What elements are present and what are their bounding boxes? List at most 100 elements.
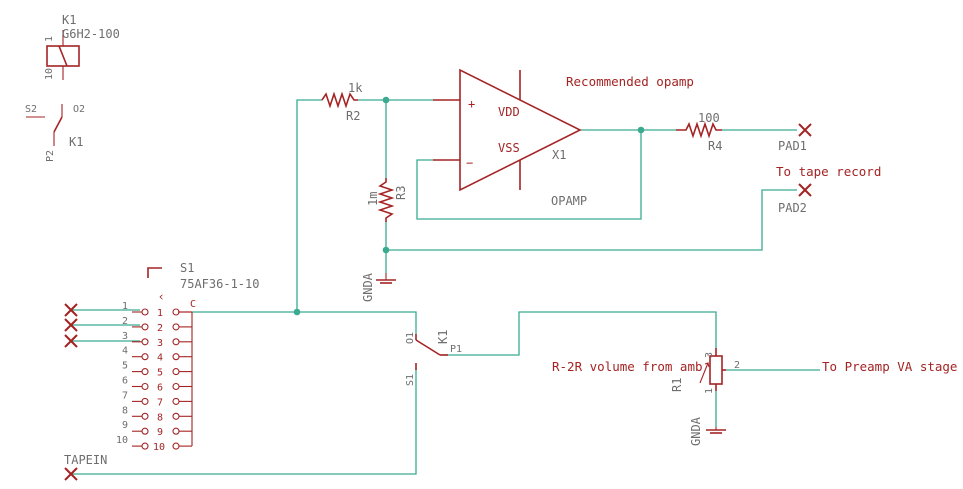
switch-contact — [141, 442, 149, 450]
opamp-vdd: VDD — [498, 105, 520, 119]
switch-contact-number: 3 — [157, 338, 163, 349]
junction-dot — [382, 246, 390, 254]
ground-symbol: GNDA — [361, 272, 396, 302]
opamp-x1[interactable]: + − VDD VSS X1 OPAMP — [433, 68, 587, 208]
r4-value: 100 — [698, 111, 720, 125]
switch-contact-number: 10 — [153, 442, 165, 453]
switch-contact-number: 9 — [157, 427, 163, 438]
switch-contact-number: 1 — [157, 308, 163, 319]
note-recommended-opamp: Recommended opamp — [566, 74, 694, 89]
contact-ref: K1 — [436, 330, 450, 344]
switch-contact — [172, 397, 180, 405]
tapein-pad[interactable]: TAPEIN — [64, 453, 107, 481]
switch-contact — [141, 368, 149, 376]
switch-contact — [172, 353, 180, 361]
contact-pin-p1: P1 — [450, 344, 462, 355]
switch-contact — [141, 308, 149, 316]
switch-position[interactable]: 33 — [122, 331, 192, 349]
pad1-label: PAD1 — [778, 139, 807, 153]
switch-contact — [141, 353, 149, 361]
opamp-plus: + — [468, 97, 475, 111]
pad2-label: PAD2 — [778, 201, 807, 215]
switch-pin-label: 9 — [122, 420, 128, 431]
opamp-value: OPAMP — [551, 194, 587, 208]
switch-contact — [172, 412, 180, 420]
switch-contact-number: 7 — [157, 397, 163, 408]
relay-value: G6H2-100 — [62, 27, 120, 41]
input-markers — [64, 303, 78, 348]
switch-position[interactable]: 10 10 — [116, 435, 192, 453]
relay-ref: K1 — [62, 13, 76, 27]
ground-symbol: GNDA — [689, 416, 726, 446]
switch-contact — [172, 442, 180, 450]
switch-position[interactable]: 77 — [122, 390, 192, 408]
pot-pin2: 2 — [734, 360, 740, 371]
switch-position[interactable]: 55 — [122, 361, 192, 379]
switch-contact — [141, 382, 149, 391]
switch-contact — [141, 323, 149, 331]
switch-contact — [141, 412, 149, 420]
switch-pin-label: 3 — [122, 331, 128, 342]
opamp-vss: VSS — [498, 141, 520, 155]
relay-coil-k1[interactable]: K1 G6H2-100 1 10 — [44, 13, 120, 80]
switch-pin-label: 7 — [122, 390, 128, 401]
legend-pin-p2: P2 — [45, 150, 56, 162]
switch-position[interactable]: 11 — [122, 301, 192, 319]
switch-position[interactable]: 99 — [122, 420, 192, 438]
switch-position[interactable]: 44 — [122, 346, 192, 364]
pad1[interactable]: PAD1 — [778, 123, 812, 153]
switch-contact-number: 5 — [157, 368, 163, 379]
switch-position[interactable]: 22 — [122, 316, 192, 334]
rotary-switch-s1[interactable]: S1 75AF36-1-10 ^ C 112233445566778899101… — [116, 261, 259, 453]
legend-pin-s2: S2 — [25, 104, 37, 115]
switch-pin-label: 5 — [122, 361, 128, 372]
switch-common: C — [190, 299, 196, 310]
switch-contact — [141, 338, 149, 346]
junction-dot — [637, 126, 645, 134]
switch-contact-number: 8 — [157, 412, 163, 423]
tapein-label: TAPEIN — [64, 453, 107, 467]
resistor-r3[interactable]: 1m R3 — [366, 178, 408, 222]
switch-pin-label: 10 — [116, 435, 128, 446]
r2-value: 1k — [348, 81, 363, 95]
switch-pin-label: 4 — [122, 346, 128, 357]
note-tape-record: To tape record — [776, 164, 881, 179]
relay-contact-k1[interactable]: O1 K1 P1 S1 — [405, 330, 462, 386]
switch-arrow: ^ — [159, 294, 170, 300]
switch-pin-label: 8 — [122, 405, 128, 416]
resistor-r4[interactable]: 100 R4 — [676, 111, 722, 153]
switch-value: 75AF36-1-10 — [180, 277, 259, 291]
r3-value: 1m — [366, 192, 380, 206]
switch-ref: S1 — [180, 261, 194, 275]
relay-contact-legend[interactable]: S2 O2 P2 K1 — [25, 104, 85, 162]
switch-contact — [141, 397, 149, 405]
legend-pin-o2: O2 — [73, 104, 85, 115]
legend-ref: K1 — [69, 135, 83, 149]
switch-contact-number: 6 — [157, 383, 163, 394]
opamp-ref: X1 — [552, 148, 566, 162]
contact-pin-s1: S1 — [405, 374, 416, 386]
switch-position[interactable]: 88 — [122, 405, 192, 423]
pot-ref: R1 — [670, 378, 684, 392]
pad2[interactable]: PAD2 — [778, 183, 812, 215]
note-preamp: To Preamp VA stage — [822, 359, 957, 374]
switch-position[interactable]: 66 — [122, 376, 192, 394]
gnd-label: GNDA — [361, 272, 375, 302]
junction-dot — [293, 308, 301, 316]
switch-contact — [172, 338, 180, 346]
potentiometer-r1[interactable]: 3 1 2 R1 — [670, 348, 740, 394]
switch-contact-number: 4 — [157, 353, 163, 364]
pot-pin3: 3 — [704, 352, 715, 358]
switch-contact — [172, 323, 180, 331]
switch-contact-number: 2 — [157, 323, 163, 334]
switch-pin-label: 2 — [122, 316, 128, 327]
gnd-label: GNDA — [689, 416, 703, 446]
resistor-r2[interactable]: 1k R2 — [321, 81, 363, 123]
contact-pin-o1: O1 — [405, 332, 416, 344]
switch-contact — [141, 427, 149, 435]
coil-pin1: 1 — [44, 36, 55, 42]
pot-pin1: 1 — [704, 388, 715, 394]
switch-contact — [172, 368, 180, 376]
r3-ref: R3 — [394, 186, 408, 200]
